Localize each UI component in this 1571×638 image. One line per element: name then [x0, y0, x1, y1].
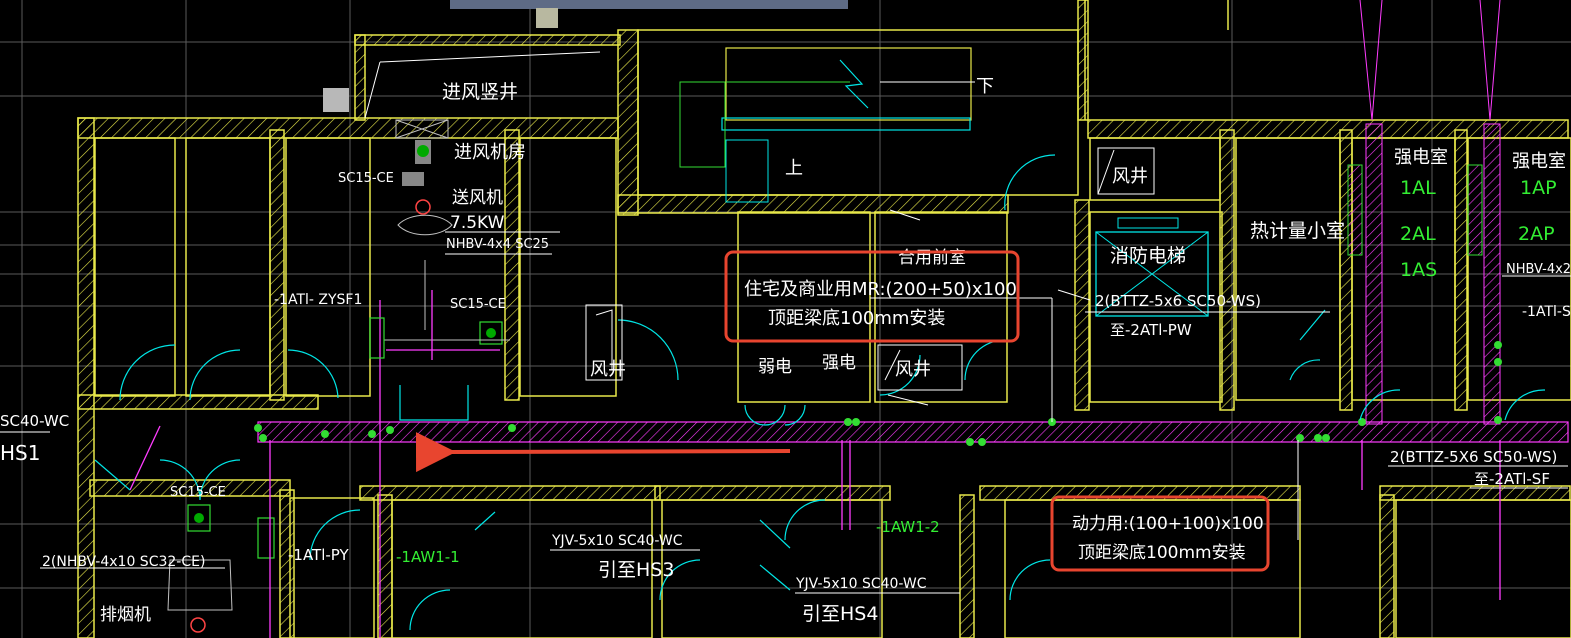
room-intake-fan-room: 进风机房	[454, 142, 526, 163]
callout-residential-tray: 住宅及商业用MR:(200+50)x100 顶距梁底100mm安装	[724, 250, 1020, 343]
cable-tray	[129, 0, 1569, 638]
cable-leader-lines	[0, 51, 1571, 594]
cable-to-sf: 至-2ATl-SF	[1474, 470, 1550, 488]
room-air-shaft-2: 风井	[1112, 166, 1148, 187]
room-air-shaft-1: 风井	[590, 359, 626, 380]
column-marker	[323, 88, 349, 112]
room-fire-elevator: 消防电梯	[1110, 245, 1186, 267]
cable-nhbv-4x4: NHBV-4x4 SC25	[446, 237, 549, 252]
cable-atl-py: -1ATl-PY	[288, 546, 350, 564]
cable-sc40-wc: SC40-WC	[0, 412, 69, 430]
stair-up-label: 上	[785, 158, 803, 179]
panel-2ap: 2AP	[1518, 223, 1555, 245]
room-strong-room-1: 强电室	[1394, 147, 1448, 168]
red-direction-arrow	[415, 432, 791, 473]
fan-power-label: 7.5KW	[450, 213, 505, 233]
cable-sc15-c: SC15-CE	[170, 485, 226, 500]
walls	[77, 0, 1571, 638]
room-heat-meter: 热计量小室	[1250, 220, 1345, 242]
callout-power-tray: 动力用:(100+100)x100 顶距梁底100mm安装	[1050, 495, 1270, 572]
callout-residential-line2: 顶距梁底100mm安装	[768, 308, 945, 329]
cable-nhbv-4x2: NHBV-4x2.5	[1506, 262, 1571, 277]
panel-aw1-2: -1AW1-2	[876, 518, 940, 536]
room-strong-room-2: 强电室	[1512, 151, 1566, 172]
wall-outlines	[94, 0, 1571, 638]
column-marker	[536, 8, 558, 28]
exhaust-fan-equipment	[167, 504, 275, 633]
cable-to-hs4: 引至HS4	[802, 603, 878, 625]
callout-power-line1: 动力用:(100+100)x100	[1072, 514, 1264, 534]
stair-down-label: 下	[976, 76, 994, 97]
room-air-shaft-3: 风井	[895, 359, 931, 380]
cable-atl-zysf1: -1ATl- ZYSF1	[274, 292, 362, 308]
fire-elevator-car	[1095, 217, 1209, 317]
cable-btz-sf: 2(BTTZ-5X6 SC50-WS)	[1390, 448, 1557, 466]
cable-btz-pw: 2(BTTZ-5x6 SC50-WS)	[1095, 292, 1261, 310]
doors	[94, 154, 1546, 631]
cable-sc15-a: SC15-CE	[338, 171, 394, 186]
room-exhaust-fan: 排烟机	[100, 605, 151, 625]
air-shaft-outlines	[585, 147, 1155, 391]
callout-power-line2: 顶距梁底100mm安装	[1078, 543, 1246, 563]
stair	[679, 47, 975, 203]
panel-aw1-1: -1AW1-1	[396, 548, 460, 566]
room-intake-shaft: 进风竖井	[442, 81, 518, 103]
cable-to-pw: 至-2ATl-PW	[1110, 321, 1192, 339]
cable-yjv-2: YJV-5x10 SC40-WC	[795, 576, 927, 592]
panel-1ap: 1AP	[1520, 177, 1557, 199]
cable-nhbv-4x10: 2(NHBV-4x10 SC32-CE)	[42, 554, 205, 570]
room-strong-current: 强电	[822, 353, 856, 373]
intake-fan-equipment	[384, 119, 510, 345]
cable-atl-sf-1: -1ATl-SF	[1522, 304, 1571, 320]
panel-2al: 2AL	[1400, 223, 1436, 245]
top-viewport-strip	[450, 0, 848, 9]
cable-yjv-1: YJV-5x10 SC40-WC	[551, 533, 683, 549]
cable-hs1: HS1	[0, 441, 40, 465]
supply-fan-label: 送风机	[452, 188, 503, 208]
room-weak-current: 弱电	[758, 357, 792, 377]
panel-1as: 1AS	[1400, 259, 1437, 281]
callout-residential-line1: 住宅及商业用MR:(200+50)x100	[744, 279, 1017, 300]
panel-1al: 1AL	[1400, 177, 1436, 199]
cable-to-hs3: 引至HS3	[598, 559, 674, 581]
cable-sc15-b: SC15-CE	[450, 297, 506, 312]
